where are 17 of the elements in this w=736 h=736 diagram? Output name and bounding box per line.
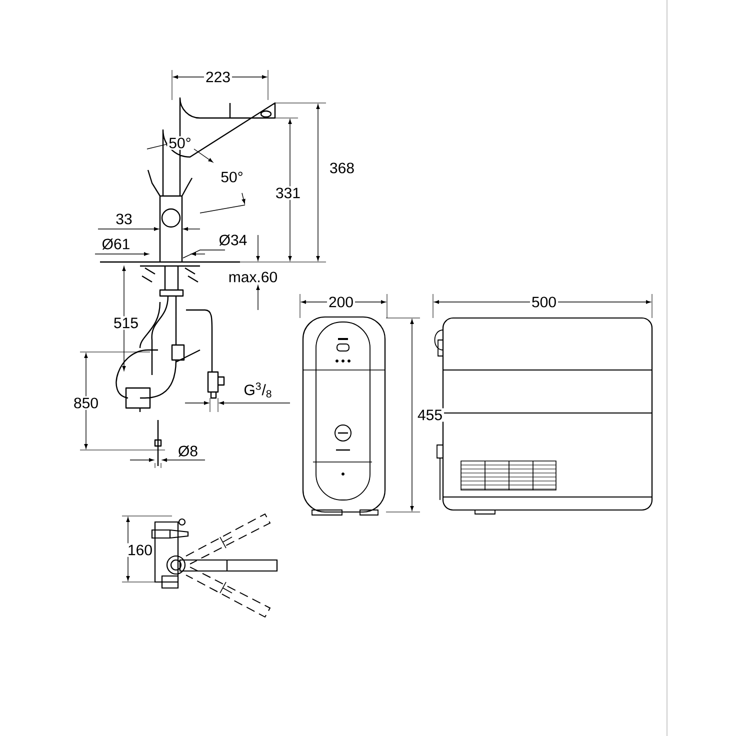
dimension-label: 50°: [167, 136, 193, 150]
dimension-label: max.60: [226, 270, 280, 284]
dimension-label: 33: [114, 212, 134, 226]
dimension-label: 160: [126, 543, 154, 557]
dimension-label: 50°: [219, 170, 245, 184]
dimension-label: 368: [328, 161, 356, 175]
dimension-label: Ø61: [100, 236, 132, 252]
dimension-label: Ø34: [217, 232, 249, 248]
dimension-label: 200: [327, 295, 356, 309]
dimension-label: Ø8: [176, 444, 200, 458]
dimension-label: 850: [72, 396, 100, 410]
dimension-label: 331: [274, 186, 302, 200]
dimension-label: 515: [112, 316, 140, 330]
dimension-label: G$^{3}$/$_{8}$: [242, 381, 274, 400]
dimension-label: 500: [530, 295, 558, 309]
dimension-label: 223: [204, 70, 232, 84]
dimension-label: 455: [416, 408, 444, 422]
